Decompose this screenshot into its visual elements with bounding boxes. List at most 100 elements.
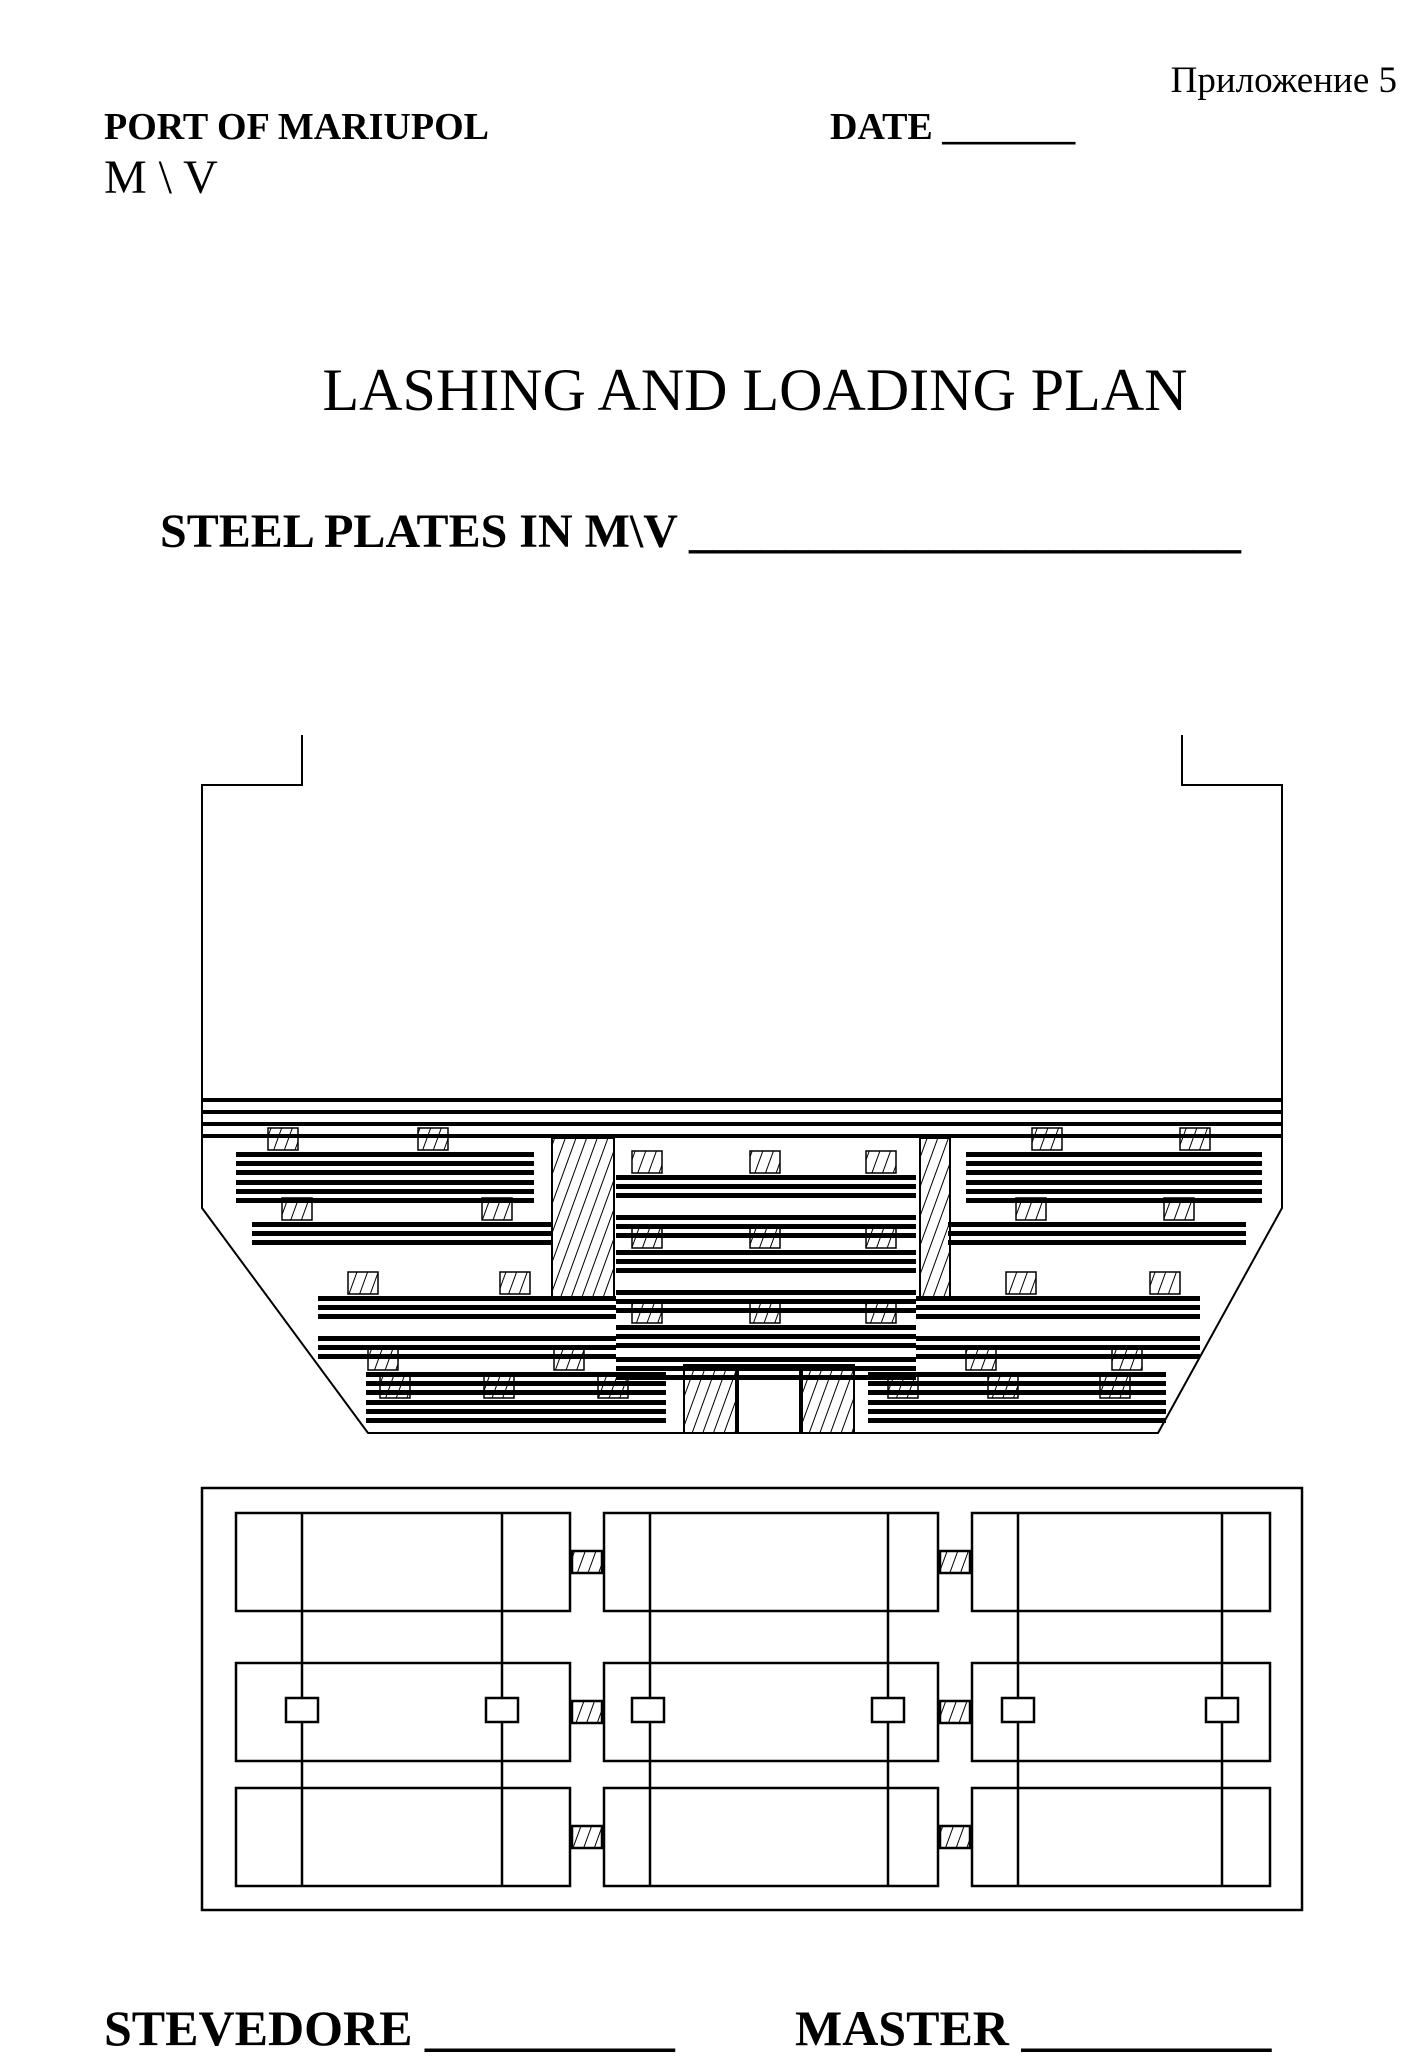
steel-plate xyxy=(236,1198,534,1203)
plate-stack-plan xyxy=(234,1661,572,1763)
steel-plate xyxy=(916,1305,1200,1310)
steel-plate xyxy=(236,1161,534,1166)
dunnage-block xyxy=(887,1375,919,1399)
vessel-prefix: M \ V xyxy=(104,151,218,204)
dunnage-block xyxy=(865,1150,897,1174)
plate-stack-plan xyxy=(602,1661,940,1763)
dunnage-block xyxy=(749,1300,781,1324)
stevedore-signature-field: STEVEDORE __________ xyxy=(104,2000,675,2056)
plate-stack-plan xyxy=(970,1661,1272,1763)
page-title: LASHING AND LOADING PLAN xyxy=(322,357,1188,423)
steel-plate xyxy=(868,1400,1166,1405)
dunnage-block xyxy=(1031,1127,1063,1151)
plate-stack-plan xyxy=(234,1786,572,1888)
steel-plate xyxy=(966,1152,1262,1157)
steel-plate xyxy=(366,1372,666,1377)
steel-plate xyxy=(252,1222,552,1227)
plate-stack-plan xyxy=(602,1786,940,1888)
hatched-support xyxy=(919,1137,951,1299)
steel-plate xyxy=(616,1250,916,1255)
steel-plate xyxy=(616,1193,916,1198)
dunnage-plan xyxy=(938,1549,972,1575)
steel-plate xyxy=(366,1409,666,1414)
dunnage-block xyxy=(281,1197,313,1221)
hatched-support xyxy=(801,1364,855,1434)
gap-box xyxy=(737,1364,801,1434)
steel-plate xyxy=(868,1418,1166,1423)
dunnage-plan xyxy=(570,1824,604,1850)
plate-stack-plan xyxy=(602,1511,940,1613)
steel-plate xyxy=(966,1161,1262,1166)
steel-plate xyxy=(916,1354,1200,1359)
steel-plate xyxy=(318,1345,616,1350)
dunnage-plan xyxy=(570,1699,604,1725)
tank-top-line xyxy=(202,1122,1282,1126)
dunnage-block xyxy=(267,1127,299,1151)
steel-plate xyxy=(318,1354,616,1359)
steel-plate xyxy=(318,1336,616,1341)
dunnage-block xyxy=(499,1271,531,1295)
dunnage-block xyxy=(597,1375,629,1399)
dunnage-block xyxy=(631,1300,663,1324)
steel-plate xyxy=(966,1189,1262,1194)
dunnage-block xyxy=(481,1197,513,1221)
steel-plate xyxy=(916,1345,1200,1350)
lashing-shackle xyxy=(1000,1696,1036,1724)
steel-plate xyxy=(966,1198,1262,1203)
steel-plate xyxy=(616,1325,916,1330)
lashing-shackle xyxy=(484,1696,520,1724)
steel-plate xyxy=(916,1296,1200,1301)
steel-plate xyxy=(916,1314,1200,1319)
dunnage-block xyxy=(865,1300,897,1324)
appendix-label: Приложение 5 xyxy=(1170,60,1397,101)
steel-plate xyxy=(236,1189,534,1194)
hatched-support xyxy=(551,1137,615,1299)
steel-plate xyxy=(868,1409,1166,1414)
steel-plate xyxy=(252,1240,552,1245)
dunnage-plan xyxy=(570,1549,604,1575)
dunnage-block xyxy=(749,1150,781,1174)
lashing-shackle xyxy=(1204,1696,1240,1724)
steel-plate xyxy=(616,1375,916,1380)
steel-plate xyxy=(318,1296,616,1301)
tank-top-line xyxy=(202,1098,1282,1102)
dunnage-block xyxy=(379,1375,411,1399)
steel-plate xyxy=(616,1366,916,1371)
steel-plate xyxy=(366,1418,666,1423)
steel-plate xyxy=(868,1372,1166,1377)
dunnage-block xyxy=(367,1347,399,1371)
steel-plate xyxy=(616,1259,916,1264)
tank-top-line xyxy=(202,1134,1282,1138)
dunnage-block xyxy=(631,1150,663,1174)
port-name: PORT OF MARIUPOL xyxy=(104,106,489,148)
steel-plate xyxy=(616,1215,916,1220)
steel-plate xyxy=(236,1152,534,1157)
steel-plate xyxy=(318,1314,616,1319)
steel-plate xyxy=(616,1357,916,1362)
steel-plate xyxy=(948,1231,1246,1236)
dunnage-block xyxy=(347,1271,379,1295)
dunnage-block xyxy=(483,1375,515,1399)
dunnage-block xyxy=(1111,1347,1143,1371)
steel-plate xyxy=(236,1170,534,1175)
dunnage-block xyxy=(417,1127,449,1151)
steel-plate xyxy=(616,1184,916,1189)
plate-stacks xyxy=(236,1127,1262,1434)
dunnage-block xyxy=(1005,1271,1037,1295)
dunnage-block xyxy=(1163,1197,1195,1221)
steel-plate xyxy=(966,1180,1262,1185)
steel-plate xyxy=(966,1170,1262,1175)
lashing-shackle xyxy=(630,1696,666,1724)
lashing-shackle xyxy=(870,1696,906,1724)
date-field: DATE _______ xyxy=(830,106,1076,148)
dunnage-block xyxy=(1149,1271,1181,1295)
tank-top-line xyxy=(202,1110,1282,1114)
dunnage-plan xyxy=(938,1699,972,1725)
steel-plate xyxy=(616,1268,916,1273)
lashing-shackle xyxy=(284,1696,320,1724)
steel-plate xyxy=(366,1390,666,1395)
steel-plate xyxy=(252,1231,552,1236)
steel-plate xyxy=(366,1400,666,1405)
steel-plate xyxy=(948,1240,1246,1245)
dunnage-block xyxy=(965,1347,997,1371)
